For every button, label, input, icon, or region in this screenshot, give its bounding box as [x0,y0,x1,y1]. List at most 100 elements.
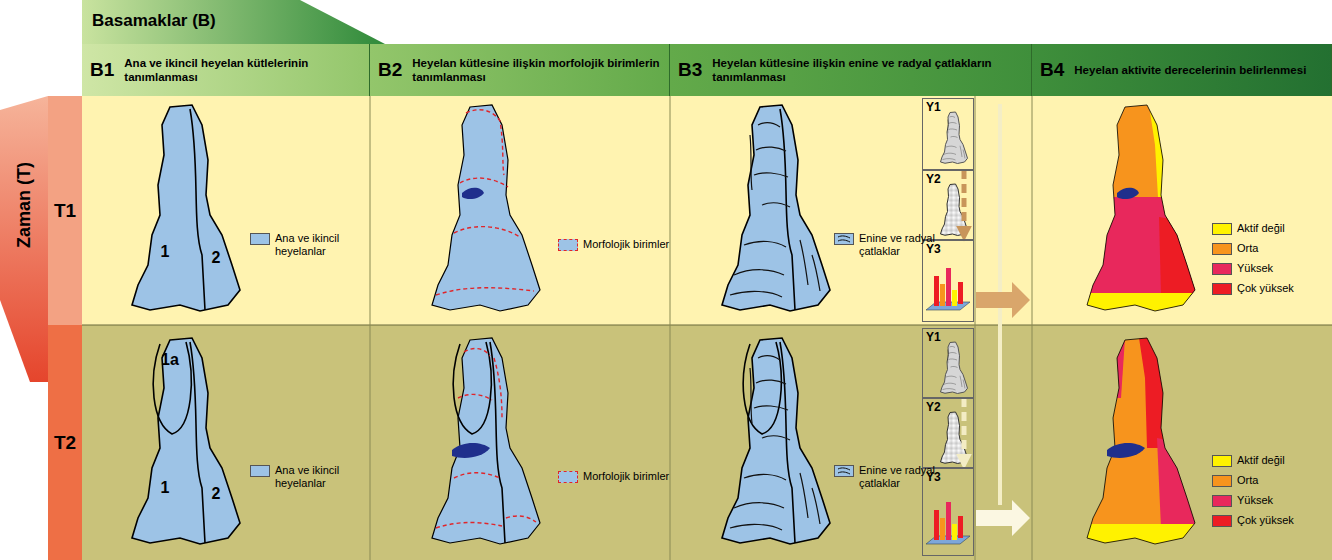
landslide-b1-t2 [132,338,240,544]
drawing-use [941,342,968,394]
legend-swatch [1212,515,1232,527]
drawing-use [943,116,966,160]
landslide-b3-t1 [722,105,830,311]
header-ground [370,44,670,96]
header-ground [1032,44,1332,96]
legend-text: Yüksek [1237,262,1327,275]
legend-swatch [1212,283,1232,295]
drawing-use [432,338,540,544]
drawing-g [436,110,534,295]
legend-text: Orta [1237,242,1327,255]
stage-box: Y1 [922,98,974,170]
legend-item: Yüksek [1212,262,1327,275]
legend-item: Çok yüksek [1212,282,1327,295]
node-description: Heyelan kütlesine ilişkin morfolojik bir… [412,56,661,85]
drawing-use [941,112,968,164]
column-header: B1Ana ve ikincil heyelan kütlelerinin ta… [82,44,370,96]
node-description: Heyelan kütlesine ilişkin enine ve radya… [712,56,1023,85]
node-title: B2 [378,59,402,81]
node-title: T2 [54,432,76,454]
column-dividers [370,96,1032,560]
drawing-rect [958,282,963,304]
drawing-rect [940,284,945,306]
drawing-use [132,338,240,544]
drawing-rect [940,518,945,540]
column-header: B4Heyelan aktivite derecelerinin belirle… [1032,44,1332,96]
flow-arrow [962,398,967,468]
drawing-use [1117,188,1139,199]
crack-icon [835,234,853,244]
legend-item: Enine ve radyal çatlaklar [834,464,939,490]
stage-box: Y3 [922,468,974,556]
drawing-g [436,349,536,528]
drawing-use [722,338,830,544]
legend-swatch [1212,475,1232,487]
legend-item: Enine ve radyal çatlaklar [834,232,939,258]
drawing-path [494,358,502,418]
thumb-y1 [941,112,968,164]
drawing-use [190,109,205,310]
legend-swatch [1212,263,1232,275]
legend-text: Aktif değil [1237,222,1327,235]
drawing-rect [1085,105,1205,325]
drawing-use [1087,105,1195,311]
drawing-rect [946,502,951,540]
crack-icon [835,466,853,476]
legend-text: Enine ve radyal çatlaklar [859,232,939,258]
drawing-line [670,96,671,560]
drawing-rect [1085,338,1205,558]
steps-wedge [82,0,385,44]
legend-item: Ana ve ikincil heyelanlar [250,464,367,490]
node-title: B1 [90,59,114,81]
legend-text: Morfolojik birimler [583,238,688,251]
legend-swatch [250,233,270,245]
callout-number: 2 [212,249,221,267]
callout-number: 1 [161,243,170,261]
drawing-use [453,342,491,434]
node-title: Y2 [926,400,941,414]
landslide-b2-t2 [432,338,540,544]
node-description: Heyelan aktivite derecelerinin belirlenm… [1074,63,1306,77]
row-divider [82,324,1332,325]
callout-number: 1a [161,351,179,369]
legend-swatch [1212,455,1232,467]
drawing-polygon [1157,438,1205,528]
legend-crack-sample [834,233,854,245]
row-ground [82,325,1332,560]
legend-text: Çok yüksek [1237,282,1327,295]
legend-crack-sample [834,465,854,477]
drawing-path [454,227,520,237]
legend-swatch [1212,495,1232,507]
legend-text: Enine ve radyal çatlaklar [859,464,939,490]
legend-item: Aktif değil [1212,222,1327,235]
stage-box: Y3 [922,240,974,322]
drawing-rect [1085,524,1205,554]
legend-item: Morfolojik birimler [558,238,688,251]
drawing-path [464,349,490,356]
stage-box: Y1 [922,328,974,398]
drawing-use [722,105,830,311]
header-ground [82,44,370,96]
drawing-rect [952,524,957,540]
drawing-line [975,96,976,560]
callout-number: 1 [161,479,170,497]
row-ground [82,96,1332,325]
column-header: B3Heyelan kütlesine ilişkin enine ve rad… [670,44,1032,96]
drawing-use [432,105,540,311]
landslide-b1-t1 [132,105,240,311]
drawing-g [1085,338,1205,558]
drawing-use [190,342,205,543]
drawing-polygon [1159,217,1205,295]
drawing-path [466,110,504,175]
flow-arrow [976,500,1030,536]
legend-dashed-sample [558,239,578,251]
legend-swatch [1212,243,1232,255]
drawing-rect [946,268,951,306]
drawing-use [153,342,191,434]
drawing-rect [934,276,939,306]
drawing-use [1107,443,1145,458]
column-header: B2 Heyelan kütlesine ilişkin morfolojik b… [370,44,670,96]
drawing-use [452,443,490,458]
drawing-rect [952,290,957,306]
